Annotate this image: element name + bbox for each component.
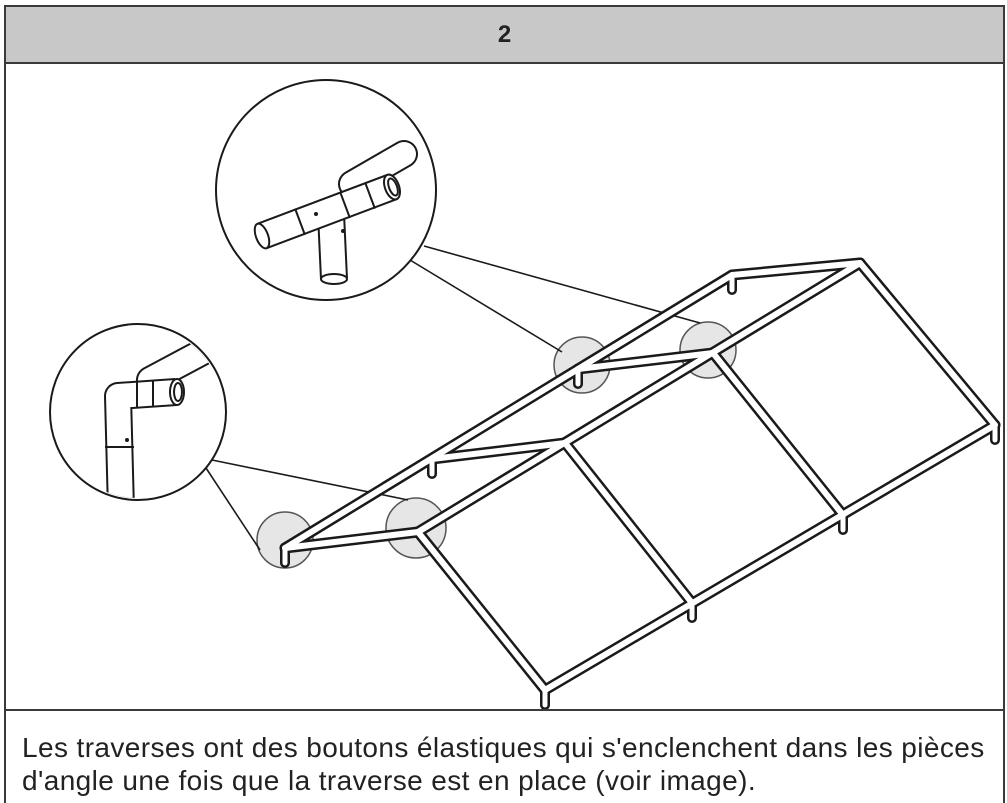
tube-end-inner xyxy=(173,382,183,402)
leader-lines xyxy=(205,245,701,551)
magnifier-corner-joint xyxy=(49,323,227,501)
frame-tube-fill xyxy=(282,272,735,551)
step-caption: Les traverses ont des boutons élastiques… xyxy=(6,711,1003,803)
frame-tube-fill xyxy=(575,350,716,372)
sleeve-band xyxy=(364,182,376,209)
frame-diagram xyxy=(49,79,1001,709)
elastic-button xyxy=(341,229,345,233)
t-joint-detail xyxy=(253,140,418,285)
leader-line xyxy=(423,245,701,324)
frame-tube-fill xyxy=(415,260,863,535)
step-number: 2 xyxy=(6,7,1003,64)
sleeve-band xyxy=(294,208,306,236)
frame-tube-fill xyxy=(282,529,421,551)
frame-tube-fill xyxy=(729,260,863,278)
assembly-illustration xyxy=(6,64,1003,711)
tube-end xyxy=(253,222,271,250)
frame-tube-fill xyxy=(710,350,846,518)
frame-tube-fill xyxy=(542,422,998,693)
caption-line: Les traverses ont des boutons élastiques… xyxy=(22,732,985,763)
tube-fill xyxy=(138,336,222,392)
frame-tube-fill xyxy=(415,529,548,693)
frame-tube-fill xyxy=(857,260,998,428)
elastic-button xyxy=(125,438,129,442)
leader-line xyxy=(205,467,261,551)
tube-fill xyxy=(340,142,416,196)
tube-end xyxy=(320,273,348,285)
caption-line: d'angle une fois que la traverse est en … xyxy=(22,765,757,796)
tube-fill xyxy=(319,213,346,280)
elastic-button xyxy=(314,212,318,216)
frame-tubes xyxy=(279,257,1001,709)
instruction-step-box: 2 xyxy=(4,5,1005,803)
frame-tube-fill xyxy=(429,440,568,462)
magnifier-t-joint xyxy=(215,79,437,301)
corner-joint-detail xyxy=(104,334,224,498)
leader-line xyxy=(409,259,563,353)
sleeve-band xyxy=(339,191,351,219)
elbow-fill xyxy=(106,380,177,498)
frame-tube-fill xyxy=(562,440,695,606)
tube-end-inner xyxy=(387,177,399,197)
magnifier-circle xyxy=(49,323,227,501)
